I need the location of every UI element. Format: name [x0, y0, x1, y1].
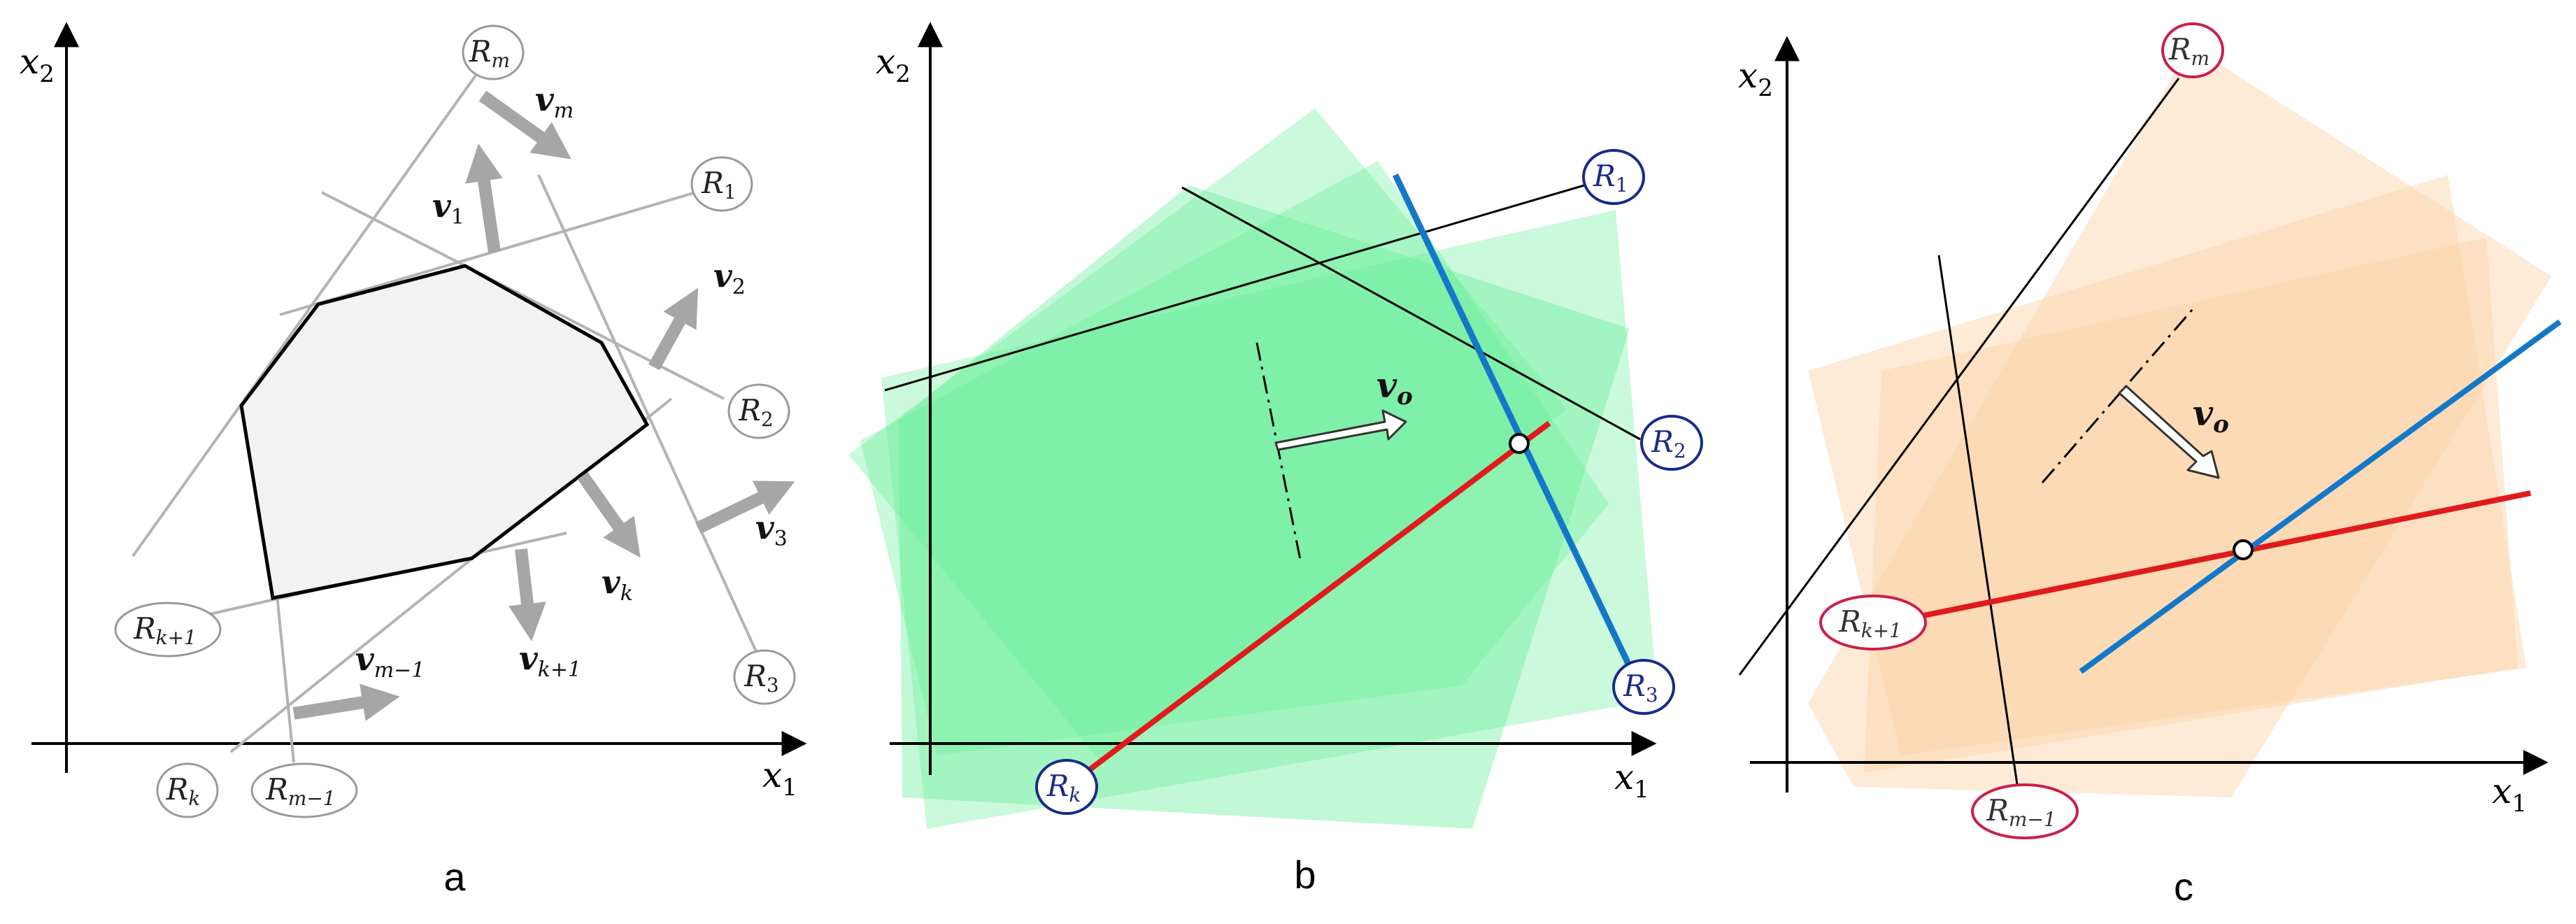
optimal-point [1509, 433, 1530, 454]
marker-r1 [1582, 149, 1645, 205]
panel-a-x-axis-label: x1 [762, 755, 797, 802]
marker-r2 [1640, 415, 1703, 471]
marker-rk [156, 762, 219, 818]
label-r3: R3 [1623, 669, 1658, 706]
constraint-line-r1 [279, 191, 697, 316]
orange-region-3 [1864, 238, 2518, 773]
panel-a-vector-labels: vm v1 v2 v3 vk vk+1 vm−1 [355, 80, 788, 683]
panel-b-caption: b [1294, 853, 1316, 897]
panel-b-y-axis-label: x2 [876, 41, 911, 88]
panel-a-constraint-markers [114, 24, 796, 818]
panel-b-marker-labels: R1 R2 R3 Rk [1046, 159, 1686, 806]
marker-rk1 [114, 602, 222, 658]
label-vk1: vk+1 [519, 639, 581, 682]
label-v1: v1 [432, 187, 464, 229]
label-r2: R2 [1651, 425, 1686, 462]
marker-r2 [727, 383, 790, 439]
label-v3: v3 [755, 509, 788, 551]
panel-b-feasible-regions [848, 108, 1658, 829]
panel-c-caption: c [2174, 865, 2193, 909]
arrow-vk1 [508, 548, 546, 641]
label-rk1: Rk+1 [133, 611, 197, 649]
panel-a: x1 x2 [20, 22, 807, 899]
objective-dashdot-line [2041, 308, 2194, 483]
panel-a-caption: a [443, 855, 466, 899]
label-rm: Rm [2168, 32, 2209, 70]
label-vo: vo [2193, 392, 2229, 439]
constraint-line-r1 [884, 184, 1585, 392]
arrow-v2 [648, 287, 699, 371]
panel-b: x1 x2 vo R1 R2 R3 Rk b [848, 22, 1703, 897]
green-region-4 [860, 161, 1609, 755]
panel-c-marker-labels: Rm Rk+1 Rm−1 [1838, 32, 2209, 831]
label-rk1: Rk+1 [1838, 604, 1902, 642]
label-vk: vk [602, 563, 633, 606]
label-rk: Rk [1046, 769, 1081, 806]
active-constraint-red [1916, 490, 2531, 620]
active-constraint-red [1079, 420, 1551, 779]
arrow-vm [478, 90, 571, 159]
label-v2: v2 [713, 257, 746, 299]
panel-c-feasible-regions [1808, 45, 2552, 797]
panel-c: x1 x2 vo Rm Rk+1 Rm−1 c [1738, 22, 2562, 909]
label-rm1: Rm−1 [265, 772, 335, 810]
panel-a-marker-labels: Rm R1 R2 R3 Rk+1 Rk Rm−1 [133, 34, 779, 810]
active-constraint-blue [2079, 319, 2562, 674]
marker-rk1 [1819, 595, 1927, 651]
orange-region-1 [1808, 45, 2552, 797]
panel-b-x-axis-label: x1 [1614, 757, 1649, 804]
label-vm1: vm−1 [355, 640, 425, 683]
panel-c-x-axis-label: x1 [2492, 771, 2527, 818]
orange-region-2 [1808, 175, 2526, 755]
marker-rm [462, 24, 525, 80]
panel-a-y-axis-label: x2 [20, 41, 55, 88]
constraint-line-rm [131, 74, 477, 557]
objective-dashdot-line [1255, 342, 1302, 564]
panel-a-constraint-lines [131, 74, 760, 763]
marker-rk [1035, 759, 1098, 815]
label-r1: R1 [1593, 159, 1628, 197]
arrow-v1 [465, 143, 503, 253]
constraint-line-r2 [1181, 186, 1641, 441]
panel-c-constraint-markers [1819, 22, 2224, 839]
constraint-line-rm [1738, 78, 2180, 676]
objective-arrow [1274, 409, 1407, 451]
label-rm: Rm [469, 34, 510, 72]
label-r3: R3 [743, 659, 778, 697]
marker-rm [2161, 22, 2224, 78]
optimal-point [2233, 539, 2254, 560]
label-vm: vm [535, 80, 574, 123]
constraint-line-rm1 [1937, 255, 2019, 790]
marker-rm1 [250, 762, 358, 818]
label-vo: vo [1376, 364, 1413, 411]
label-r1: R1 [701, 166, 736, 204]
panel-c-y-axis-label: x2 [1738, 55, 1773, 102]
panel-b-constraint-markers [1035, 149, 1703, 815]
marker-r3 [1612, 659, 1675, 715]
green-region-1 [848, 108, 1567, 762]
arrow-vk [577, 471, 641, 558]
marker-r1 [690, 156, 753, 212]
green-region-2 [881, 210, 1658, 829]
green-region-3 [899, 185, 1630, 829]
label-rk: Rk [166, 772, 201, 810]
marker-rm1 [1971, 783, 2079, 839]
arrow-vm1 [292, 683, 400, 721]
marker-r3 [733, 649, 796, 705]
objective-arrow [2118, 385, 2220, 479]
panel-a-normal-arrows [292, 90, 795, 721]
panel-a-feasible-region [239, 264, 650, 600]
arrow-v3 [695, 481, 795, 534]
label-rm1: Rm−1 [1986, 793, 2056, 831]
label-r2: R2 [738, 393, 773, 431]
